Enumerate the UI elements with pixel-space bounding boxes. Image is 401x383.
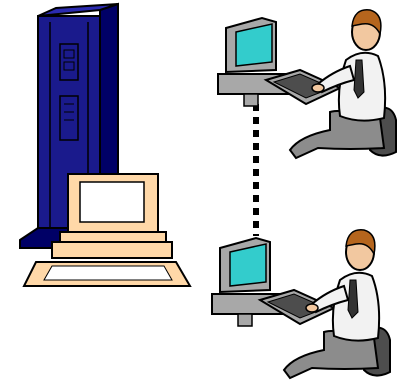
user-at-computer-icon	[212, 230, 390, 378]
user-at-computer-icon	[218, 10, 396, 158]
